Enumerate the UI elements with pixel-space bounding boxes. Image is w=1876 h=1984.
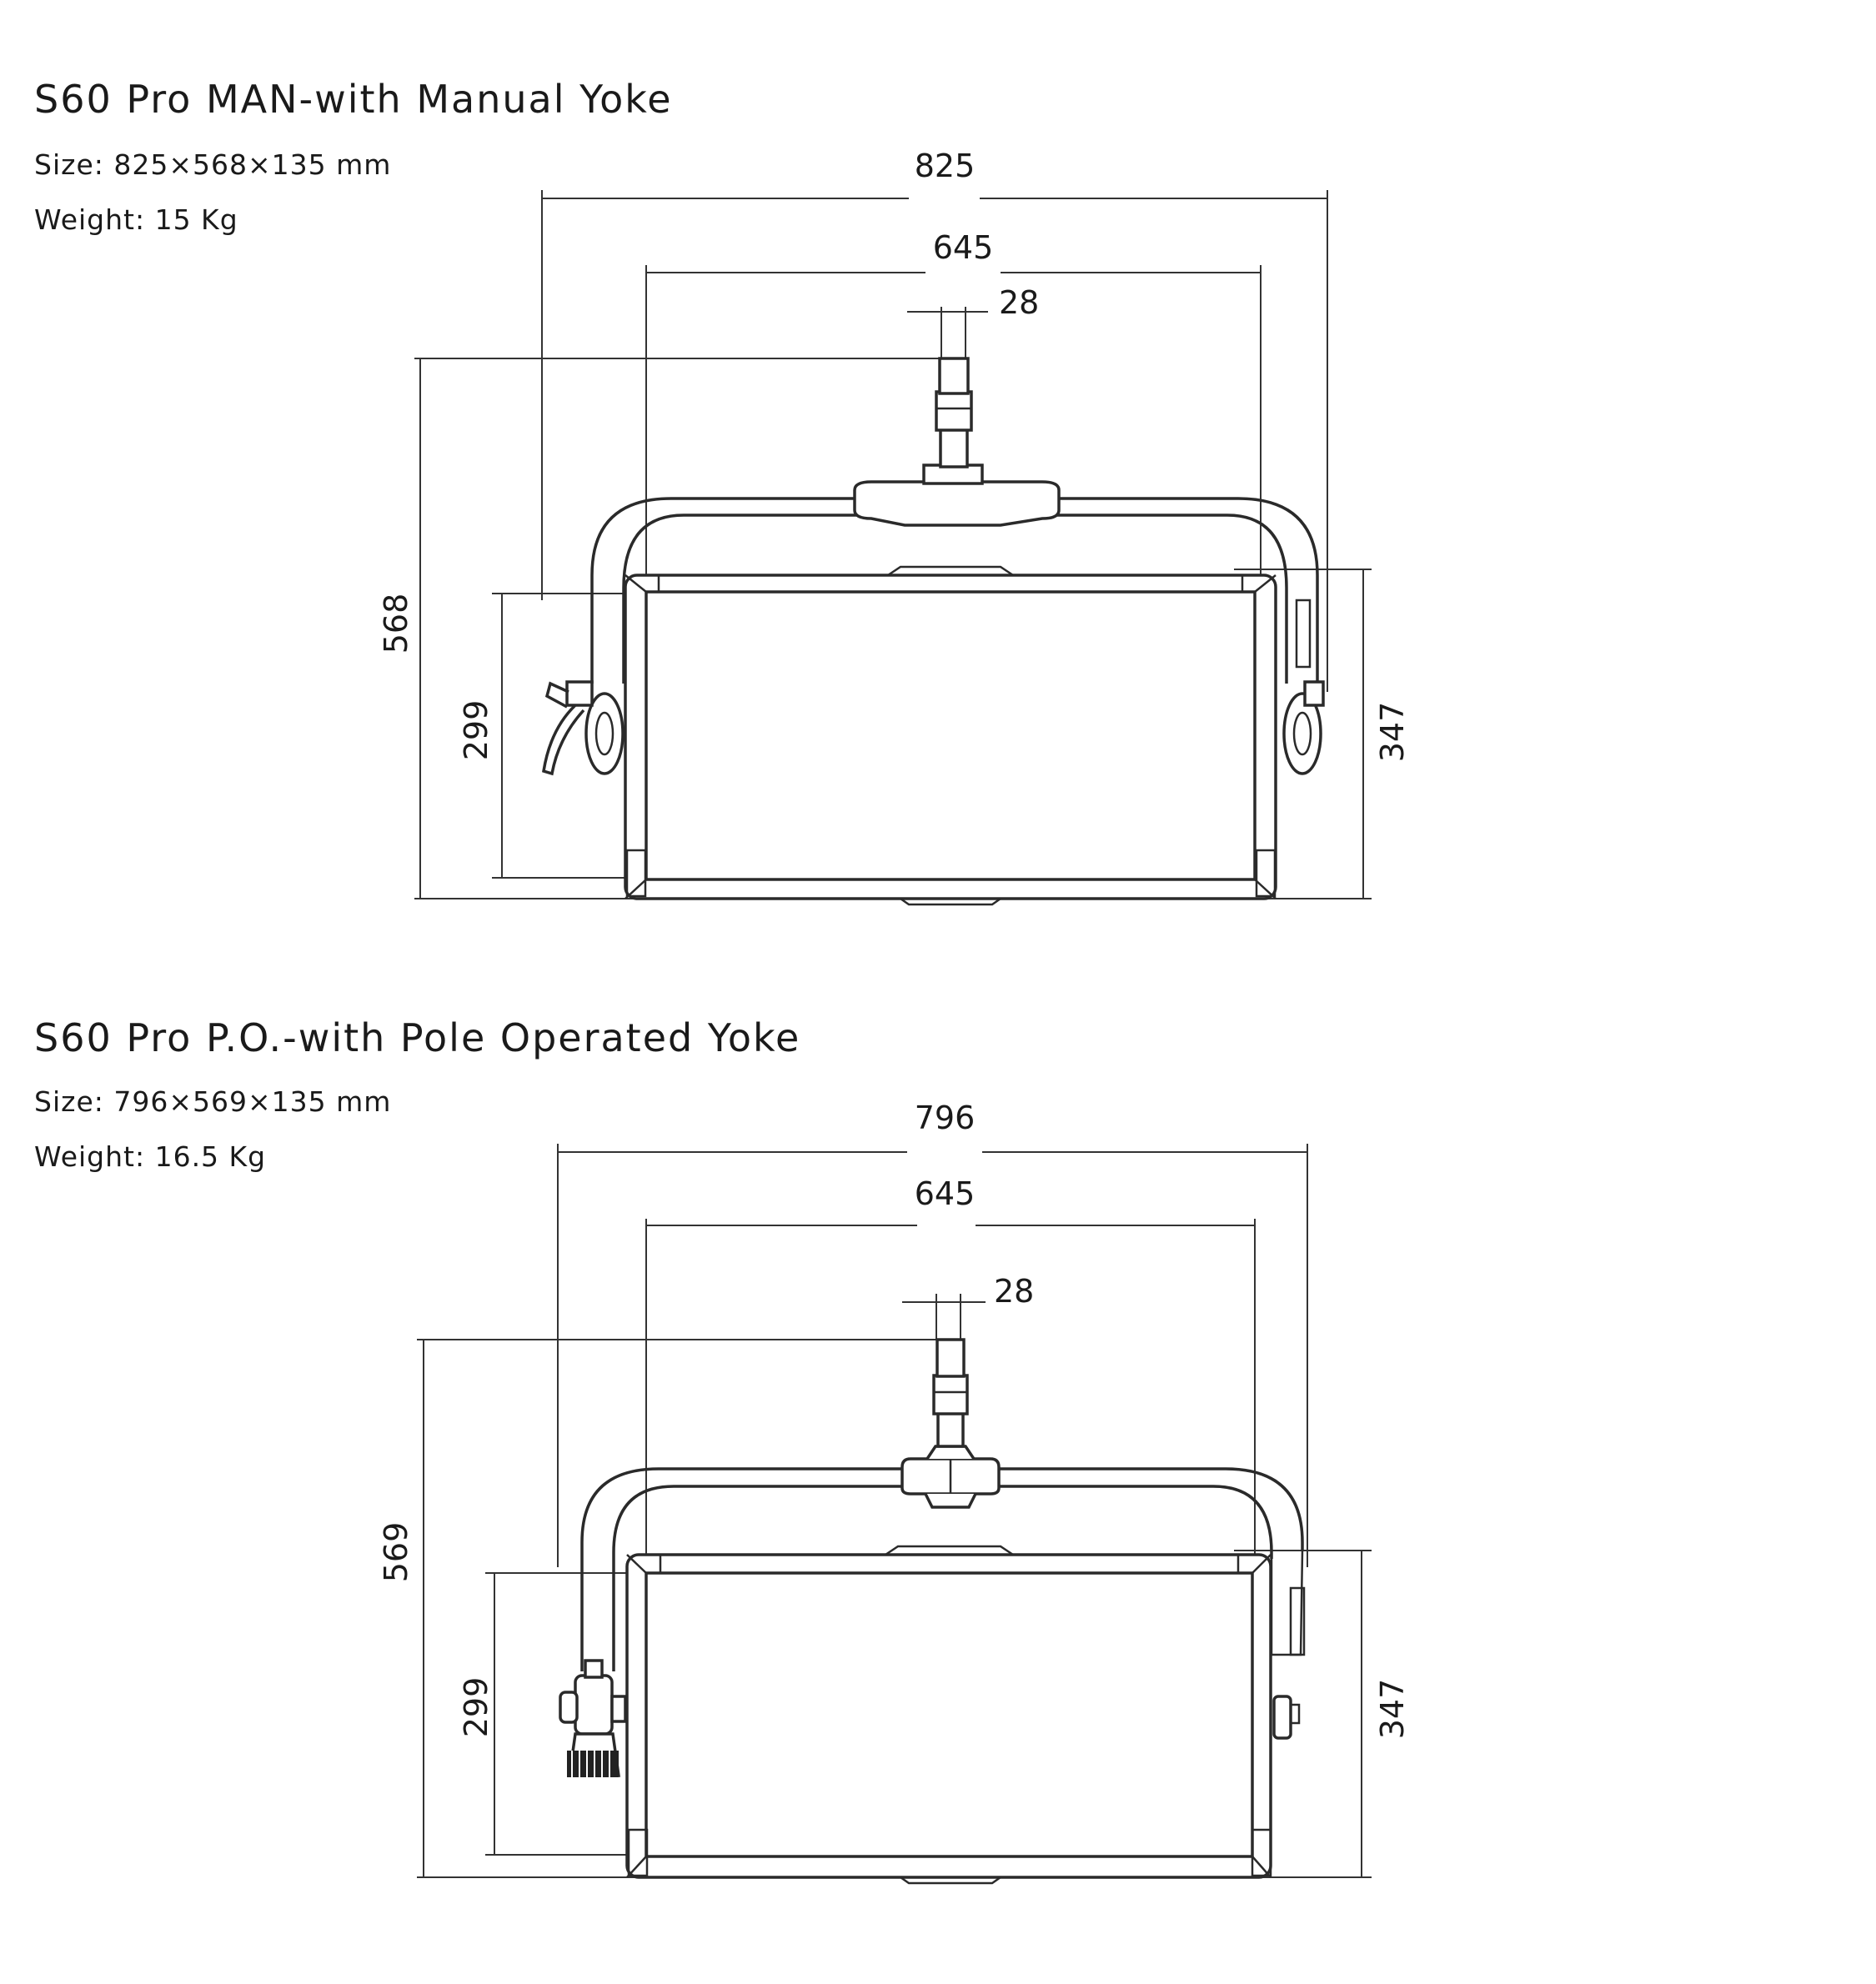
dim-frame-height-label: 347 — [1374, 1679, 1411, 1740]
dim-panel-width-label: 645 — [933, 229, 994, 266]
dim-panel-height: 299 — [458, 593, 646, 879]
spigot-mount — [900, 1338, 1001, 1509]
spigot-mount — [853, 357, 1061, 527]
dim-panel-height: 299 — [458, 1572, 646, 1856]
dim-frame-height: 347 — [1234, 569, 1411, 899]
weight-spec: Weight: 15 Kg — [34, 203, 238, 236]
dim-spigot-width-label: 28 — [999, 284, 1039, 321]
dim-frame-height-label: 347 — [1374, 702, 1411, 763]
panel-frame — [624, 565, 1277, 906]
right-lock-knob — [1282, 599, 1325, 775]
dim-overall-width: 825 — [541, 148, 1328, 692]
manual-yoke-drawing: 825 645 28 568 299 — [378, 148, 1411, 906]
dim-spigot-width-label: 28 — [994, 1273, 1034, 1310]
left-pole-knob — [559, 1659, 627, 1777]
dim-panel-width: 645 — [645, 229, 1262, 584]
pole-operated-yoke-drawing: 796 645 28 569 299 — [378, 1100, 1411, 1885]
dim-spigot-width: 28 — [907, 284, 1039, 358]
weight-spec: Weight: 16.5 Kg — [34, 1140, 267, 1173]
left-lock-lever — [542, 680, 624, 776]
size-spec: Size: 796×569×135 mm — [34, 1085, 392, 1118]
size-spec: Size: 825×568×135 mm — [34, 148, 392, 181]
dim-overall-width: 796 — [557, 1100, 1308, 1567]
dim-spigot-width: 28 — [902, 1273, 1034, 1340]
section-title: S60 Pro MAN-with Manual Yoke — [34, 77, 673, 122]
dim-panel-height-label: 299 — [458, 1677, 494, 1738]
dim-panel-height-label: 299 — [458, 700, 494, 761]
panel-frame — [625, 1545, 1272, 1885]
dim-overall-height-label: 568 — [378, 594, 414, 654]
dim-overall-width-label: 796 — [915, 1100, 976, 1136]
dim-overall-height-label: 569 — [378, 1522, 414, 1583]
section-title: S60 Pro P.O.-with Pole Operated Yoke — [34, 1015, 801, 1060]
dim-panel-width: 645 — [645, 1175, 1256, 1567]
right-lock-knob — [1272, 1586, 1306, 1740]
dim-panel-width-label: 645 — [915, 1175, 976, 1212]
dim-overall-width-label: 825 — [915, 148, 976, 184]
